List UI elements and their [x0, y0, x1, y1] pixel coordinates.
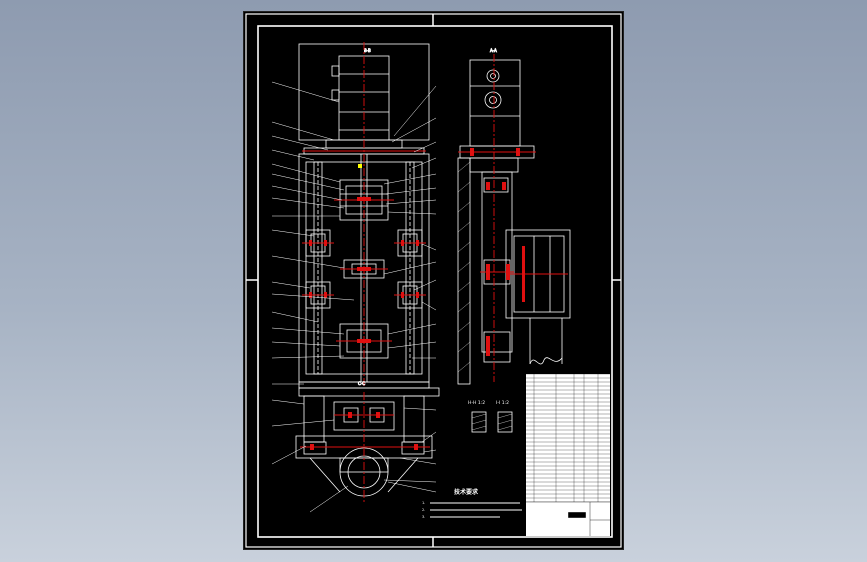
lower-view-centerlines	[300, 392, 430, 502]
drawing-sheet: B-B	[244, 12, 623, 549]
centering-marks	[246, 14, 621, 547]
side-view: A-A	[457, 48, 571, 385]
front-view-centerlines	[302, 42, 426, 388]
leader-lines-lower	[271, 399, 437, 513]
side-view-hatch	[470, 148, 525, 356]
top-view-label: B-B	[364, 48, 371, 53]
parts-list-table	[526, 373, 610, 536]
side-view-hatching	[457, 161, 471, 373]
detail-views: H-H 1:2 I-I 1:2	[468, 400, 513, 433]
leader-lines-left	[271, 81, 355, 385]
front-view-hatch	[309, 197, 419, 343]
inner-border	[257, 25, 613, 538]
side-view-label: A-A	[490, 48, 497, 53]
note-1: 1.	[422, 501, 425, 505]
detail-label-2: I-I 1:2	[496, 400, 509, 406]
lower-view-label: C-C	[358, 381, 365, 386]
note-3: 3.	[422, 515, 425, 519]
lower-section-view: C-C	[295, 381, 440, 497]
technical-notes: 技术要求 1. 2. 3.	[422, 488, 522, 519]
detail-label-1: H-H 1:2	[468, 400, 485, 406]
lower-view-hatch	[310, 412, 418, 450]
drawing-canvas: B-B	[245, 13, 622, 548]
notes-title: 技术要求	[454, 488, 479, 496]
highlight-mark	[358, 164, 362, 168]
title-block	[526, 502, 610, 536]
leader-lines-right	[383, 85, 437, 359]
side-view-centerlines	[458, 54, 568, 382]
note-2: 2.	[422, 508, 425, 512]
title-block-logo	[567, 511, 587, 519]
